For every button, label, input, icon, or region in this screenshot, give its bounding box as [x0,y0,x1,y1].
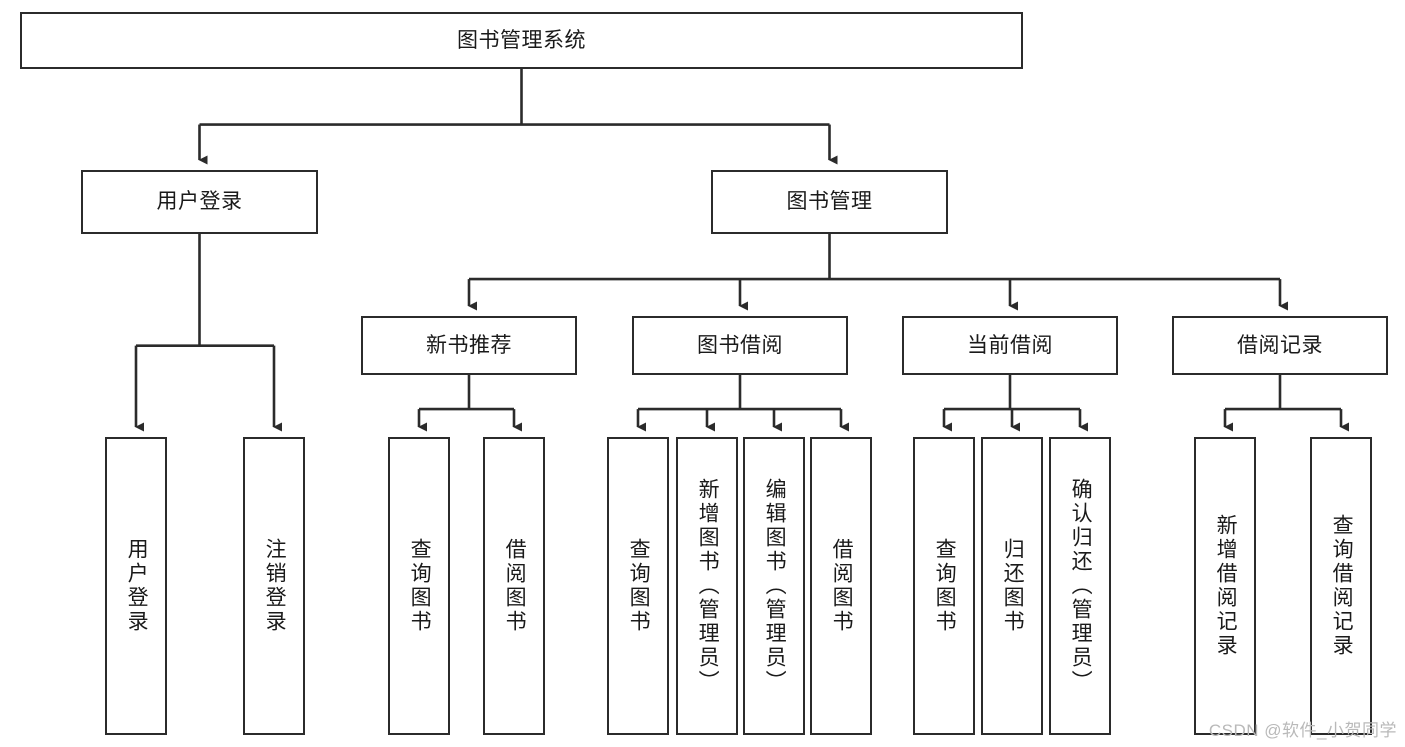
node-current-borrow[interactable]: 当前借阅 [902,316,1118,375]
node-root[interactable]: 图书管理系统 [20,12,1023,69]
node-new-book-recommend[interactable]: 新书推荐 [361,316,577,375]
node-leaf-query-book-new[interactable]: 查询图书 [388,437,450,735]
node-label: 查询图书 [408,538,432,634]
node-label: 新增图书（管理员） [696,478,720,694]
node-label: 借阅记录 [1237,333,1323,357]
node-label: 用户登录 [125,538,149,634]
node-leaf-return-book[interactable]: 归还图书 [981,437,1043,735]
node-leaf-user-login[interactable]: 用户登录 [105,437,167,735]
node-label: 查询图书 [627,538,651,634]
node-label: 查询借阅记录 [1330,514,1354,658]
node-leaf-query-record[interactable]: 查询借阅记录 [1310,437,1372,735]
node-label: 图书借阅 [697,333,783,357]
node-label: 用户登录 [156,190,243,214]
node-label: 借阅图书 [830,538,854,634]
node-label: 注销登录 [263,538,287,634]
node-book-management[interactable]: 图书管理 [711,170,948,234]
node-label: 编辑图书（管理员） [763,478,787,694]
node-label: 归还图书 [1001,538,1025,634]
node-leaf-confirm-return[interactable]: 确认归还（管理员） [1049,437,1111,735]
node-label: 查询图书 [933,538,957,634]
node-leaf-add-book[interactable]: 新增图书（管理员） [676,437,738,735]
node-leaf-add-record[interactable]: 新增借阅记录 [1194,437,1256,735]
node-label: 确认归还（管理员） [1069,478,1093,694]
node-label: 图书管理系统 [457,28,586,52]
node-leaf-borrow-book-new[interactable]: 借阅图书 [483,437,545,735]
watermark: CSDN @软件_小贺同学 [1208,721,1397,740]
node-label: 图书管理 [786,190,873,214]
node-borrow-record[interactable]: 借阅记录 [1172,316,1388,375]
node-book-borrow[interactable]: 图书借阅 [632,316,848,375]
node-leaf-borrow-book[interactable]: 借阅图书 [810,437,872,735]
node-label: 借阅图书 [503,538,527,634]
node-label: 新增借阅记录 [1214,514,1238,658]
node-label: 新书推荐 [426,333,512,357]
node-leaf-edit-book[interactable]: 编辑图书（管理员） [743,437,805,735]
node-label: 当前借阅 [967,333,1053,357]
node-leaf-query-book[interactable]: 查询图书 [607,437,669,735]
node-leaf-query-book-cur[interactable]: 查询图书 [913,437,975,735]
node-leaf-logout[interactable]: 注销登录 [243,437,305,735]
node-user-login[interactable]: 用户登录 [81,170,318,234]
